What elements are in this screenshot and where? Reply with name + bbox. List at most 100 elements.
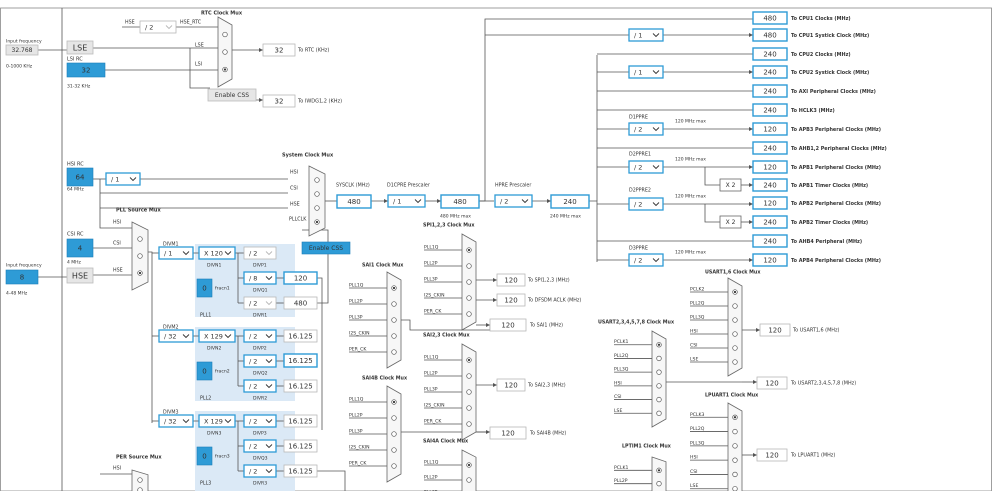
pll3-divp-output[interactable]: 16.125 [283, 414, 318, 428]
mux-input-radio[interactable] [466, 311, 472, 317]
mux-input-radio[interactable] [466, 295, 472, 301]
sai1-output-value[interactable]: 120 [489, 318, 527, 332]
mux-input-radio[interactable] [466, 477, 472, 483]
pll1-divn-multiplier[interactable]: X 120 [198, 246, 236, 260]
sai4b-output-value[interactable]: 120 [489, 426, 527, 440]
mux-input-radio[interactable] [391, 317, 397, 323]
output-value-1[interactable]: 480 [752, 28, 788, 42]
output-value-8[interactable]: 120 [752, 160, 788, 174]
pll2-divn-multiplier[interactable]: X 129 [198, 329, 236, 343]
mux-input-radio[interactable] [137, 487, 143, 491]
hclk-value[interactable]: 240 [550, 194, 590, 209]
mux-input-radio[interactable] [656, 355, 662, 362]
mux-input-radio[interactable] [656, 383, 662, 389]
lsi-rc-value[interactable]: 32 [66, 62, 106, 78]
output-value-3[interactable]: 240 [752, 65, 788, 79]
pll1-divr-divider[interactable]: / 2 [243, 296, 277, 310]
mux-input-radio[interactable] [466, 421, 472, 427]
rtc-clock-mux[interactable] [217, 16, 233, 88]
d2ppre2-divider[interactable]: / 2 [628, 197, 664, 211]
mux-input-radio[interactable] [466, 373, 472, 379]
pll2-divr-output[interactable]: 16.125 [283, 379, 318, 393]
pll1-fracn-value[interactable]: 0 [196, 278, 213, 298]
pll3-divp-divider[interactable]: / 2 [243, 414, 277, 428]
mux-input-radio[interactable] [466, 405, 472, 411]
mux-input-radio[interactable] [732, 317, 738, 323]
mux-input-radio[interactable] [656, 369, 662, 375]
mux-input-radio[interactable] [656, 481, 662, 487]
csi-rc-value[interactable]: 4 [66, 238, 94, 258]
hsi-rc-value[interactable]: 64 [66, 167, 94, 187]
rtc-hse-divider[interactable]: / 2 [139, 20, 177, 34]
output-value-0[interactable]: 480 [752, 11, 788, 25]
output-value-10[interactable]: 120 [752, 196, 788, 210]
mux-input-radio[interactable] [466, 279, 472, 285]
output-value-5[interactable]: 240 [752, 103, 788, 117]
pll3-divn-multiplier[interactable]: X 129 [198, 414, 236, 428]
hse-input-value[interactable]: 8 [5, 269, 39, 285]
mux-input-radio[interactable] [137, 236, 143, 242]
pll-source-mux[interactable] [131, 221, 149, 291]
d1ppre-divider[interactable]: / 2 [628, 122, 664, 136]
pll1-divp-divider[interactable]: / 2 [243, 246, 277, 260]
dfsdm-output-value[interactable]: 120 [496, 293, 526, 307]
mux-input-radio[interactable] [222, 49, 228, 55]
mux-input-radio[interactable] [314, 191, 320, 197]
system-clock-mux[interactable] [308, 165, 326, 237]
mux-input-radio[interactable] [732, 457, 738, 463]
rtc-enable-css-button[interactable]: Enable CSS [207, 88, 257, 102]
hse-source-box[interactable]: HSE [66, 267, 94, 284]
iwdg-output-value[interactable]: 32 [262, 94, 296, 108]
mux-input-radio[interactable] [732, 443, 738, 449]
spi123-output-value[interactable]: 120 [496, 273, 526, 287]
per-source-mux[interactable] [131, 469, 149, 491]
usart16-output-value[interactable]: 120 [759, 323, 791, 337]
mux-input-radio[interactable] [137, 253, 143, 259]
mux-input-radio[interactable] [391, 301, 397, 307]
mux-input-radio[interactable] [656, 410, 662, 416]
pll2-divq-divider[interactable]: / 2 [243, 354, 277, 368]
mux-input-radio[interactable] [314, 177, 320, 183]
sysclk-value[interactable]: 480 [336, 194, 372, 209]
sai4b-clock-mux[interactable] [386, 385, 402, 483]
pll2-divp-output[interactable]: 16.125 [283, 329, 318, 343]
mux-input-radio[interactable] [137, 477, 143, 483]
mux-input-radio[interactable] [391, 415, 397, 421]
pll1-divq-output[interactable]: 120 [283, 271, 318, 285]
output-value-6[interactable]: 120 [752, 122, 788, 136]
mux-input-radio[interactable] [656, 396, 662, 403]
pll2-divp-divider[interactable]: / 2 [243, 329, 277, 343]
pll2-divq-output[interactable]: 16.125 [283, 353, 318, 368]
mux-input-radio[interactable] [222, 31, 228, 38]
pll1-divq-divider[interactable]: / 8 [243, 271, 277, 285]
output-value-13[interactable]: 120 [752, 253, 788, 267]
mux-input-radio[interactable] [391, 431, 397, 437]
mux-input-radio[interactable] [732, 345, 738, 351]
mux-input-radio[interactable] [732, 471, 738, 478]
sai23-output-value[interactable]: 120 [496, 378, 526, 392]
mux-input-radio[interactable] [466, 389, 472, 395]
lpuart1-clock-mux[interactable] [727, 402, 743, 491]
usart16-clock-mux[interactable] [727, 277, 743, 377]
cpu1-systick-divider[interactable]: / 1 [628, 28, 664, 42]
pll2-divr-divider[interactable]: / 2 [243, 379, 277, 393]
mux-input-radio[interactable] [391, 463, 397, 469]
mux-input-radio[interactable] [466, 263, 472, 269]
rtc-output-value[interactable]: 32 [262, 43, 296, 57]
sai4a-clock-mux[interactable] [461, 449, 477, 491]
mux-input-radio[interactable] [391, 349, 397, 355]
mux-input-radio[interactable] [732, 428, 738, 435]
output-value-2[interactable]: 240 [752, 47, 788, 61]
pll3-divm-divider[interactable]: / 32 [158, 414, 194, 428]
mux-input-radio[interactable] [732, 331, 738, 337]
hsi-divider[interactable]: / 1 [105, 172, 141, 186]
output-value-4[interactable]: 240 [752, 84, 788, 98]
d3ppre-divider[interactable]: / 2 [628, 253, 664, 267]
pll2-fracn-value[interactable]: 0 [196, 361, 213, 381]
mux-input-radio[interactable] [732, 303, 738, 309]
usart2-clock-mux[interactable] [651, 330, 667, 428]
system-enable-css-button[interactable]: Enable CSS [301, 241, 351, 255]
output-value-7[interactable]: 240 [752, 141, 788, 155]
usart2-output-value[interactable]: 120 [756, 376, 788, 390]
lpuart1-output-value[interactable]: 120 [756, 448, 788, 462]
